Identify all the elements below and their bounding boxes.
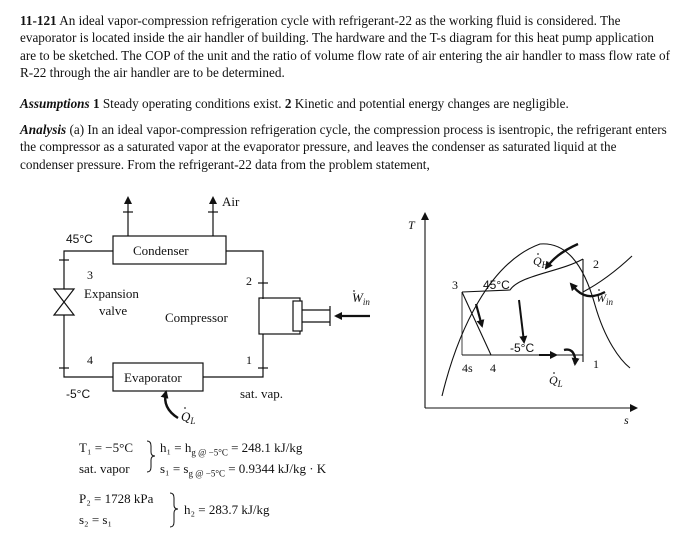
cycle-schematic: [52, 196, 370, 420]
expansion-valve-symbol: [52, 288, 76, 316]
ts-heat-out-label: QH: [533, 254, 549, 270]
schematic-labels: Air 45°C Condenser Evaporator Compressor…: [66, 194, 370, 426]
pipe-valve-to-evaporator: [63, 315, 113, 378]
ts-state-1: 1: [593, 357, 599, 371]
s-axis-label: s: [624, 413, 629, 427]
condenser-label: Condenser: [133, 243, 189, 258]
eq-h1: h₁ = hg @ −5°C = 248.1 kJ/kg: [160, 440, 303, 458]
valve-label-line2: valve: [99, 303, 127, 318]
valve-label-line1: Expansion: [84, 286, 139, 301]
sat-vap-label: sat. vap.: [240, 386, 283, 401]
heat-in-arrow-ts: [563, 348, 580, 366]
t-axis-label: T: [408, 218, 416, 232]
pipe-condenser-to-valve: [63, 250, 113, 289]
cold-temp-label: -5°C: [66, 387, 90, 401]
schematic-state-2: 2: [246, 274, 252, 288]
assumption-1-number: 1: [92, 96, 100, 111]
ts-cold-temp: -5°C: [510, 341, 534, 355]
pipe-evaporator-to-compressor: [203, 334, 264, 378]
work-in-label: Win: [352, 290, 370, 307]
throttle-arrow: [474, 303, 485, 328]
heat-in-arrow: [160, 390, 179, 420]
eq-t1: T₁ = −5°C: [79, 440, 134, 455]
dome-arrow: [518, 299, 528, 344]
brace-state-1: [146, 440, 156, 473]
schematic-state-4: 4: [87, 353, 93, 367]
ts-state-4: 4: [490, 361, 496, 375]
air-label: Air: [222, 194, 240, 209]
ts-state-4s: 4s: [462, 361, 473, 375]
ts-diagram: [421, 212, 638, 412]
condenser-box: [112, 235, 227, 265]
heat-out-arrow: [544, 242, 579, 270]
problem-text: An ideal vapor-compression refrigeration…: [20, 13, 671, 80]
assumptions-paragraph: Assumptions 1 Steady operating condition…: [20, 95, 672, 112]
ts-work-in-label: Win: [596, 291, 614, 307]
eq-sat-vapor: sat. vapor: [79, 461, 130, 476]
analysis-label: Analysis: [20, 122, 67, 137]
equation-braces: [146, 440, 179, 528]
eq-s1: s₁ = sg @ −5°C = 0.9344 kJ/kg · K: [160, 461, 327, 479]
hot-temp-label: 45°C: [66, 232, 93, 246]
pipe-compressor-to-condenser: [226, 250, 264, 299]
throttling-line-3-4: [461, 291, 492, 356]
ts-labels: T s 45°C -5°C 3 2 1 4 4s QH QL Win: [408, 218, 629, 427]
analysis-text: (a) In an ideal vapor-compression refrig…: [20, 122, 667, 172]
problem-number: 11-121: [20, 13, 57, 28]
saturation-dome: [441, 243, 631, 397]
analysis-paragraph: Analysis (a) In an ideal vapor-compressi…: [20, 121, 672, 173]
ts-state-2: 2: [593, 257, 599, 271]
assumption-1-text: Steady operating conditions exist.: [102, 96, 282, 111]
assumptions-label: Assumptions: [20, 96, 90, 111]
assumption-2-number: 2: [284, 96, 292, 111]
ts-state-3: 3: [452, 278, 458, 292]
schematic-state-3: 3: [87, 268, 93, 282]
eq-h2: h₂ = 283.7 kJ/kg: [184, 502, 270, 517]
compressor-label: Compressor: [165, 310, 229, 325]
work-in-arrow-ts: [569, 282, 606, 298]
condenser-isobar-extension: [582, 255, 633, 293]
schematic-state-1: 1: [246, 353, 252, 367]
eq-s2: s₂ = s₁: [79, 512, 113, 527]
ts-heat-in-label: QL: [549, 373, 563, 389]
ts-hot-temp: 45°C: [483, 278, 510, 292]
assumption-2-text: Kinetic and potential energy changes are…: [294, 96, 569, 111]
condensation-line-2-3: [461, 258, 584, 293]
heat-in-label: QL: [181, 409, 195, 426]
compressor-piston: [292, 300, 303, 332]
brace-state-2: [169, 492, 179, 528]
evaporator-label: Evaporator: [124, 370, 182, 385]
problem-statement: 11-121 An ideal vapor-compression refrig…: [20, 12, 672, 81]
eq-p2: P₂ = 1728 kPa: [79, 491, 154, 506]
